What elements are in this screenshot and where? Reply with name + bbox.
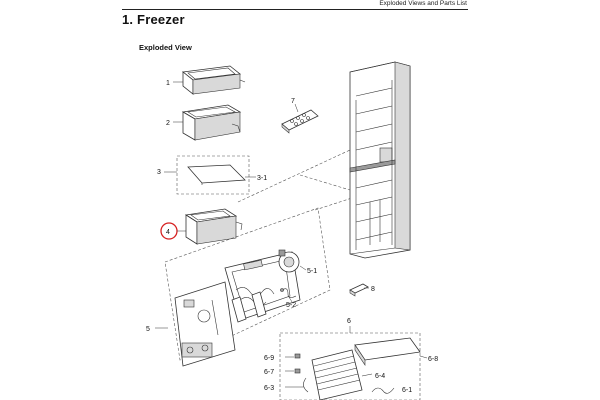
part-2-drawer[interactable]: [181, 104, 242, 141]
callout-6-7: 6-7: [264, 369, 274, 376]
part-5-evaporator-cover[interactable]: [174, 251, 301, 367]
callout-6: 6: [347, 318, 351, 325]
callout-8: 8: [371, 286, 375, 293]
callout-6-1: 6-1: [402, 387, 412, 394]
callout-6-4: 6-4: [375, 373, 385, 380]
part-6-4-heater[interactable]: [361, 373, 373, 377]
part-5-2-wire-harness[interactable]: [280, 288, 297, 298]
header-rule: [122, 9, 468, 10]
callout-6-3: 6-3: [264, 385, 274, 392]
part-6-7-clip[interactable]: [294, 368, 301, 374]
refrigerator-cabinet: [349, 61, 411, 259]
callout-5: 5: [146, 326, 150, 333]
part-6-3-evaporator[interactable]: [303, 349, 363, 400]
part-5-group-box: [164, 207, 331, 361]
callout-7: 7: [291, 98, 295, 105]
callout-6-8: 6-8: [428, 356, 438, 363]
callout-6-9: 6-9: [264, 355, 274, 362]
part-6-1-tube[interactable]: [371, 387, 395, 394]
part-1-drawer[interactable]: [182, 65, 246, 95]
section-header: Exploded Views and Parts List: [379, 0, 467, 7]
callout-3: 3: [157, 169, 161, 176]
part-7-ice-tray[interactable]: [281, 109, 319, 134]
callout-3-1: 3-1: [257, 175, 267, 182]
part-8-cover[interactable]: [349, 283, 369, 297]
view-subtitle: Exploded View: [139, 43, 192, 52]
part-6-8-drain-tray[interactable]: [354, 337, 421, 366]
part-5-1-fan-motor[interactable]: [278, 249, 300, 273]
page-title: 1. Freezer: [122, 12, 185, 27]
callout-4: 4: [166, 229, 170, 236]
part-3-group-box: [176, 155, 250, 195]
callout-1: 1: [166, 80, 170, 87]
callout-5-2: 5-2: [286, 302, 296, 309]
callout-5-1: 5-1: [307, 268, 317, 275]
part-4-drawer[interactable]: [184, 208, 243, 245]
part-3-1-glass-shelf[interactable]: [187, 164, 246, 185]
callout-2: 2: [166, 120, 170, 127]
part-6-9-sensor[interactable]: [294, 353, 301, 359]
